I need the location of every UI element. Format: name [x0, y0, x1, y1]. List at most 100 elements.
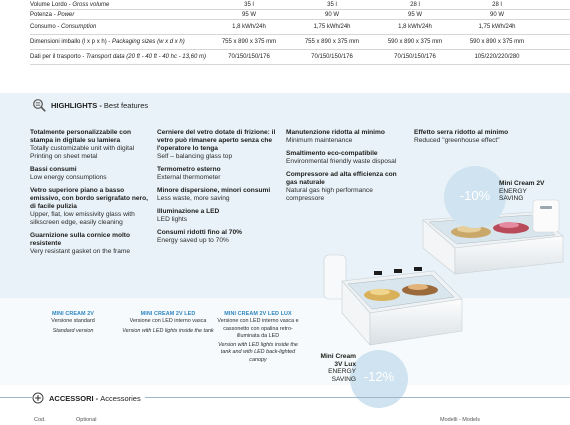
feature-item: Vetro superiore piano a basso emissivo, … — [30, 187, 148, 227]
models-strip — [0, 298, 570, 385]
model-desc-en: Version with LED lights inside the tank — [122, 327, 214, 334]
feature-desc: Environmental friendly waste disposal — [286, 158, 397, 165]
highlights-title: HIGHLIGHTS - Best features — [51, 100, 149, 110]
badge-caption: Mini Cream 3V Lux ENERGY SAVING — [318, 353, 356, 383]
col-optional: Optional — [76, 417, 97, 423]
feature-item: Consumi ridotti fino al 70%Energy saved … — [157, 229, 277, 245]
spec-value: 1,75 kWh/24h — [478, 24, 516, 30]
badge-value: -10% — [459, 187, 491, 203]
spec-value: 590 x 890 x 375 mm — [469, 39, 525, 45]
feature-item: Guarnizione sulla cornice molto resisten… — [30, 232, 148, 256]
features-column-2: Cerniere del vetro dotate di frizione: i… — [157, 129, 277, 250]
spec-value: 590 x 890 x 375 mm — [387, 39, 443, 45]
feature-desc: Natural gas high performance compressore — [286, 187, 373, 202]
feature-desc: Minimum maintenance — [286, 137, 353, 144]
magnifier-icon — [33, 99, 46, 112]
feature-desc: LED lights — [157, 216, 188, 223]
spec-value: 70/150/150/176 — [228, 54, 270, 60]
feature-desc: Low energy consumptions — [30, 174, 107, 181]
plus-circle-icon — [32, 392, 44, 404]
feature-desc: Energy saved up to 70% — [157, 237, 229, 244]
highlights-header: HIGHLIGHTS - Best features — [32, 98, 148, 112]
feature-desc: Self – balancing glass top — [157, 153, 233, 160]
feature-desc: Reduced "greenhouse effect" — [414, 137, 500, 144]
spec-value: 1,8 kWh/24h — [398, 24, 432, 30]
feature-title: Guarnizione sulla cornice molto resisten… — [30, 232, 131, 247]
spec-value: 1,8 kWh/24h — [232, 24, 266, 30]
product-image-mini-cream-3v-lux — [323, 254, 463, 346]
feature-item: Cerniere del vetro dotate di frizione: i… — [157, 129, 277, 161]
feature-item: Totalmente personalizzabile con stampa i… — [30, 129, 148, 161]
badge-value: -12% — [363, 368, 395, 384]
col-cod: Cod. — [34, 417, 46, 423]
feature-title: Consumi ridotti fino al 70% — [157, 229, 242, 236]
feature-desc: Upper, flat, low emissivity glass with s… — [30, 211, 135, 226]
product-image-mini-cream-2v — [422, 199, 564, 275]
accessories-divider — [0, 397, 570, 398]
badge-model: Mini Cream 3V Lux — [320, 353, 356, 368]
spec-value: 755 x 890 x 375 mm — [304, 39, 360, 45]
feature-item: Compressore ad alta efficienza con gas n… — [286, 171, 408, 203]
col-models: Modelli - Models — [440, 417, 481, 423]
badge-line: SAVING — [499, 195, 524, 203]
model-name: MINI CREAM 2V — [51, 311, 95, 317]
model-desc: Versione con LED interno vasca e cassone… — [217, 318, 299, 339]
spec-value: 70/150/150/176 — [311, 54, 353, 60]
model-desc: Versione con LED interno vasca — [129, 318, 207, 325]
spec-value: 28 l — [492, 2, 502, 8]
spec-value: 95 W — [407, 12, 422, 18]
badge-model: Mini Cream 2V — [499, 180, 545, 187]
model-led-lux: MINI CREAM 2V LED LUX Versione con LED i… — [214, 311, 302, 364]
model-desc-en: Standard version — [52, 327, 94, 334]
feature-title: Vetro superiore piano a basso emissivo, … — [30, 187, 148, 210]
feature-title: Effetto serra ridotto al minimo — [414, 129, 509, 136]
badge-line: ENERGY — [328, 368, 356, 376]
accessories-header: ACCESSORI - Accessories — [32, 392, 145, 404]
spec-value: 90 W — [489, 12, 504, 18]
feature-title: Cerniere del vetro dotate di frizione: i… — [157, 129, 276, 152]
spec-value: 28 l — [410, 2, 420, 8]
spec-table: Volume Lordo - Gross volume 35 l 35 l 28… — [30, 0, 570, 65]
feature-title: Compressore ad alta efficienza con gas n… — [286, 171, 397, 186]
spec-row: Dati per il trasporto - Transport data (… — [30, 50, 570, 65]
spec-row: Dimensioni imballo (l x p x h) - Packagi… — [30, 35, 570, 50]
energy-saving-badge: -10% — [444, 166, 506, 228]
spec-value: 35 l — [244, 2, 254, 8]
feature-title: Termometro esterno — [157, 166, 221, 173]
spec-value: 35 l — [327, 2, 337, 8]
model-name: MINI CREAM 2V LED LUX — [224, 311, 292, 317]
features-column-1: Totalmente personalizzabile con stampa i… — [30, 129, 148, 261]
feature-title: Minore dispersione, minori consumi — [157, 187, 271, 194]
spec-value: 95 W — [241, 12, 256, 18]
model-standard: MINI CREAM 2V Versione standard Standard… — [28, 311, 118, 335]
model-desc: Versione standard — [51, 318, 95, 325]
spec-value: 105/220/220/280 — [474, 54, 520, 60]
spec-label: Consumo - Consumption — [30, 24, 97, 30]
feature-title: Illuminazione a LED — [157, 208, 220, 215]
spec-value: 90 W — [324, 12, 339, 18]
feature-desc: Totally customizable unit with digital P… — [30, 145, 135, 160]
spec-label: Dimensioni imballo (l x p x h) - Packagi… — [30, 39, 185, 45]
feature-desc: External thermometer — [157, 174, 221, 181]
model-name: MINI CREAM 2V LED — [140, 311, 196, 317]
feature-title: Totalmente personalizzabile con stampa i… — [30, 129, 132, 144]
energy-saving-badge: -12% — [350, 350, 408, 408]
badge-line: SAVING — [331, 375, 356, 383]
accessories-table-header: Cod. Optional Modelli - Models — [0, 416, 570, 425]
badge-line: ENERGY — [499, 187, 527, 195]
spec-row: Potenza - Power 95 W 90 W 95 W 90 W — [30, 10, 570, 20]
badge-caption: Mini Cream 2V ENERGY SAVING — [499, 180, 544, 203]
spec-row: Consumo - Consumption 1,8 kWh/24h 1,75 k… — [30, 20, 570, 35]
highlights-panel: HIGHLIGHTS - Best features Totalmente pe… — [0, 93, 570, 408]
spec-value: 755 x 890 x 375 mm — [221, 39, 277, 45]
feature-title: Manutenzione ridotta al minimo — [286, 129, 385, 136]
model-desc-en: Version with LED lights inside the tank … — [218, 342, 298, 363]
feature-desc: Less waste, more saving — [157, 195, 230, 202]
